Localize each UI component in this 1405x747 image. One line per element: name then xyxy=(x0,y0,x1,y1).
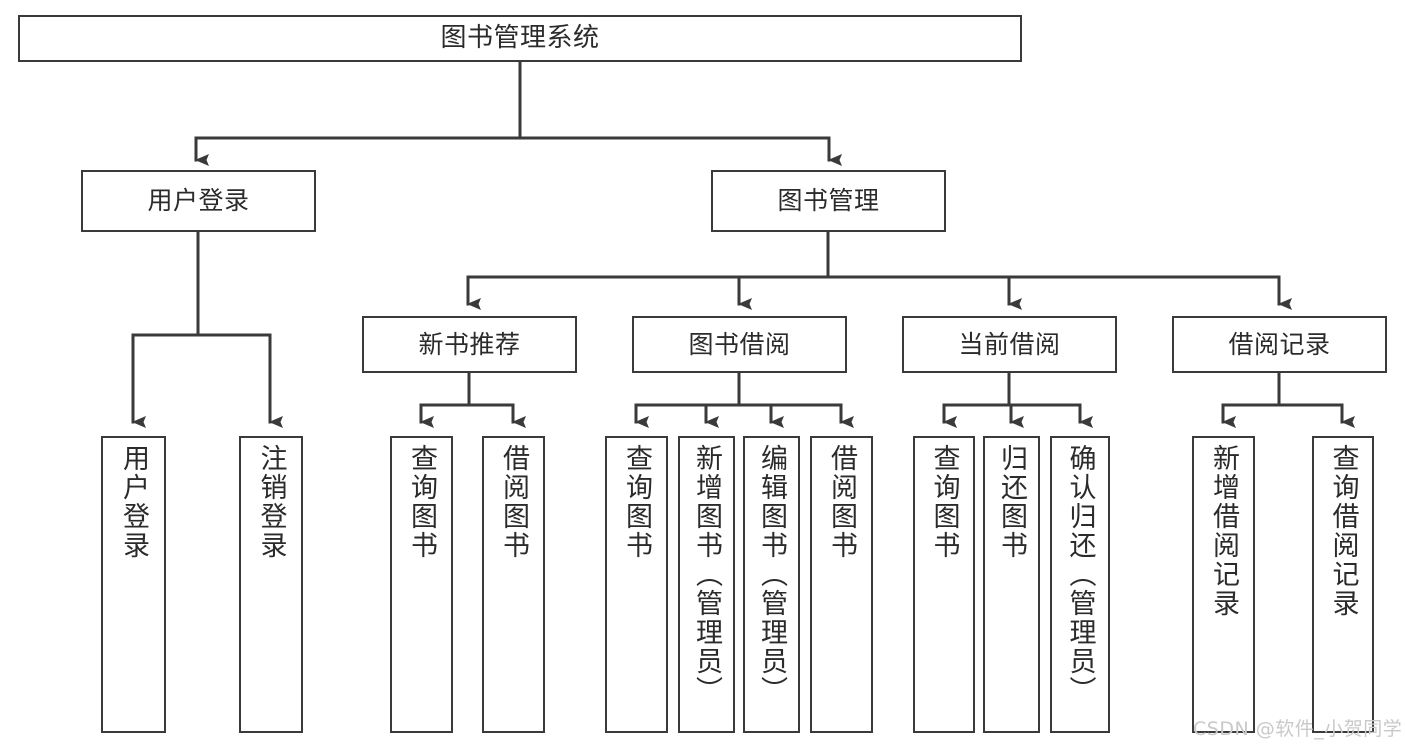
node-label: 确认归还（管理员） xyxy=(1064,444,1096,705)
node-label: 图书管理 xyxy=(777,186,880,216)
node-label: 图书借阅 xyxy=(688,329,791,359)
node-label: 当前借阅 xyxy=(958,329,1061,359)
leaf-edit-book-admin[interactable]: 编辑图书（管理员） xyxy=(743,436,800,733)
node-borrow-records[interactable]: 借阅记录 xyxy=(1172,316,1387,373)
csdn-watermark: CSDN @软件_小贺同学 xyxy=(1193,718,1403,740)
node-label: 借阅图书 xyxy=(826,444,857,560)
node-user-login[interactable]: 用户登录 xyxy=(81,170,316,232)
leaf-query-book-borrow[interactable]: 查询图书 xyxy=(605,436,668,733)
node-label: 新增图书（管理员） xyxy=(691,444,722,705)
node-label: 归还图书 xyxy=(996,444,1027,560)
node-label: 借阅记录 xyxy=(1228,329,1331,359)
node-label: 注销登录 xyxy=(255,444,287,560)
node-label: 用户登录 xyxy=(147,186,250,216)
node-label: 查询图书 xyxy=(406,444,437,560)
leaf-user-login[interactable]: 用户登录 xyxy=(101,436,166,733)
node-label: 新增借阅记录 xyxy=(1208,444,1239,618)
node-label: 借阅图书 xyxy=(498,444,529,560)
leaf-confirm-return-admin[interactable]: 确认归还（管理员） xyxy=(1050,436,1110,733)
node-label: 编辑图书（管理员） xyxy=(756,444,787,705)
leaf-logout[interactable]: 注销登录 xyxy=(239,436,303,733)
leaf-return-book[interactable]: 归还图书 xyxy=(983,436,1040,733)
node-current-borrow[interactable]: 当前借阅 xyxy=(902,316,1117,373)
node-book-management[interactable]: 图书管理 xyxy=(711,170,946,232)
leaf-add-borrow-record[interactable]: 新增借阅记录 xyxy=(1192,436,1255,733)
leaf-query-borrow-record[interactable]: 查询借阅记录 xyxy=(1312,436,1374,733)
leaf-borrow-book-recommend[interactable]: 借阅图书 xyxy=(482,436,545,733)
node-root-system[interactable]: 图书管理系统 xyxy=(18,15,1022,62)
node-book-borrow[interactable]: 图书借阅 xyxy=(632,316,847,373)
leaf-add-book-admin[interactable]: 新增图书（管理员） xyxy=(678,436,735,733)
node-label: 查询图书 xyxy=(928,444,960,560)
node-label: 查询借阅记录 xyxy=(1327,444,1359,618)
leaf-borrow-book[interactable]: 借阅图书 xyxy=(810,436,873,733)
node-label: 图书管理系统 xyxy=(440,23,600,54)
node-label: 查询图书 xyxy=(621,444,652,560)
node-new-book-recommend[interactable]: 新书推荐 xyxy=(362,316,577,373)
leaf-query-book-recommend[interactable]: 查询图书 xyxy=(390,436,453,733)
leaf-query-book-current[interactable]: 查询图书 xyxy=(913,436,975,733)
node-label: 用户登录 xyxy=(118,444,149,560)
node-label: 新书推荐 xyxy=(418,329,521,359)
